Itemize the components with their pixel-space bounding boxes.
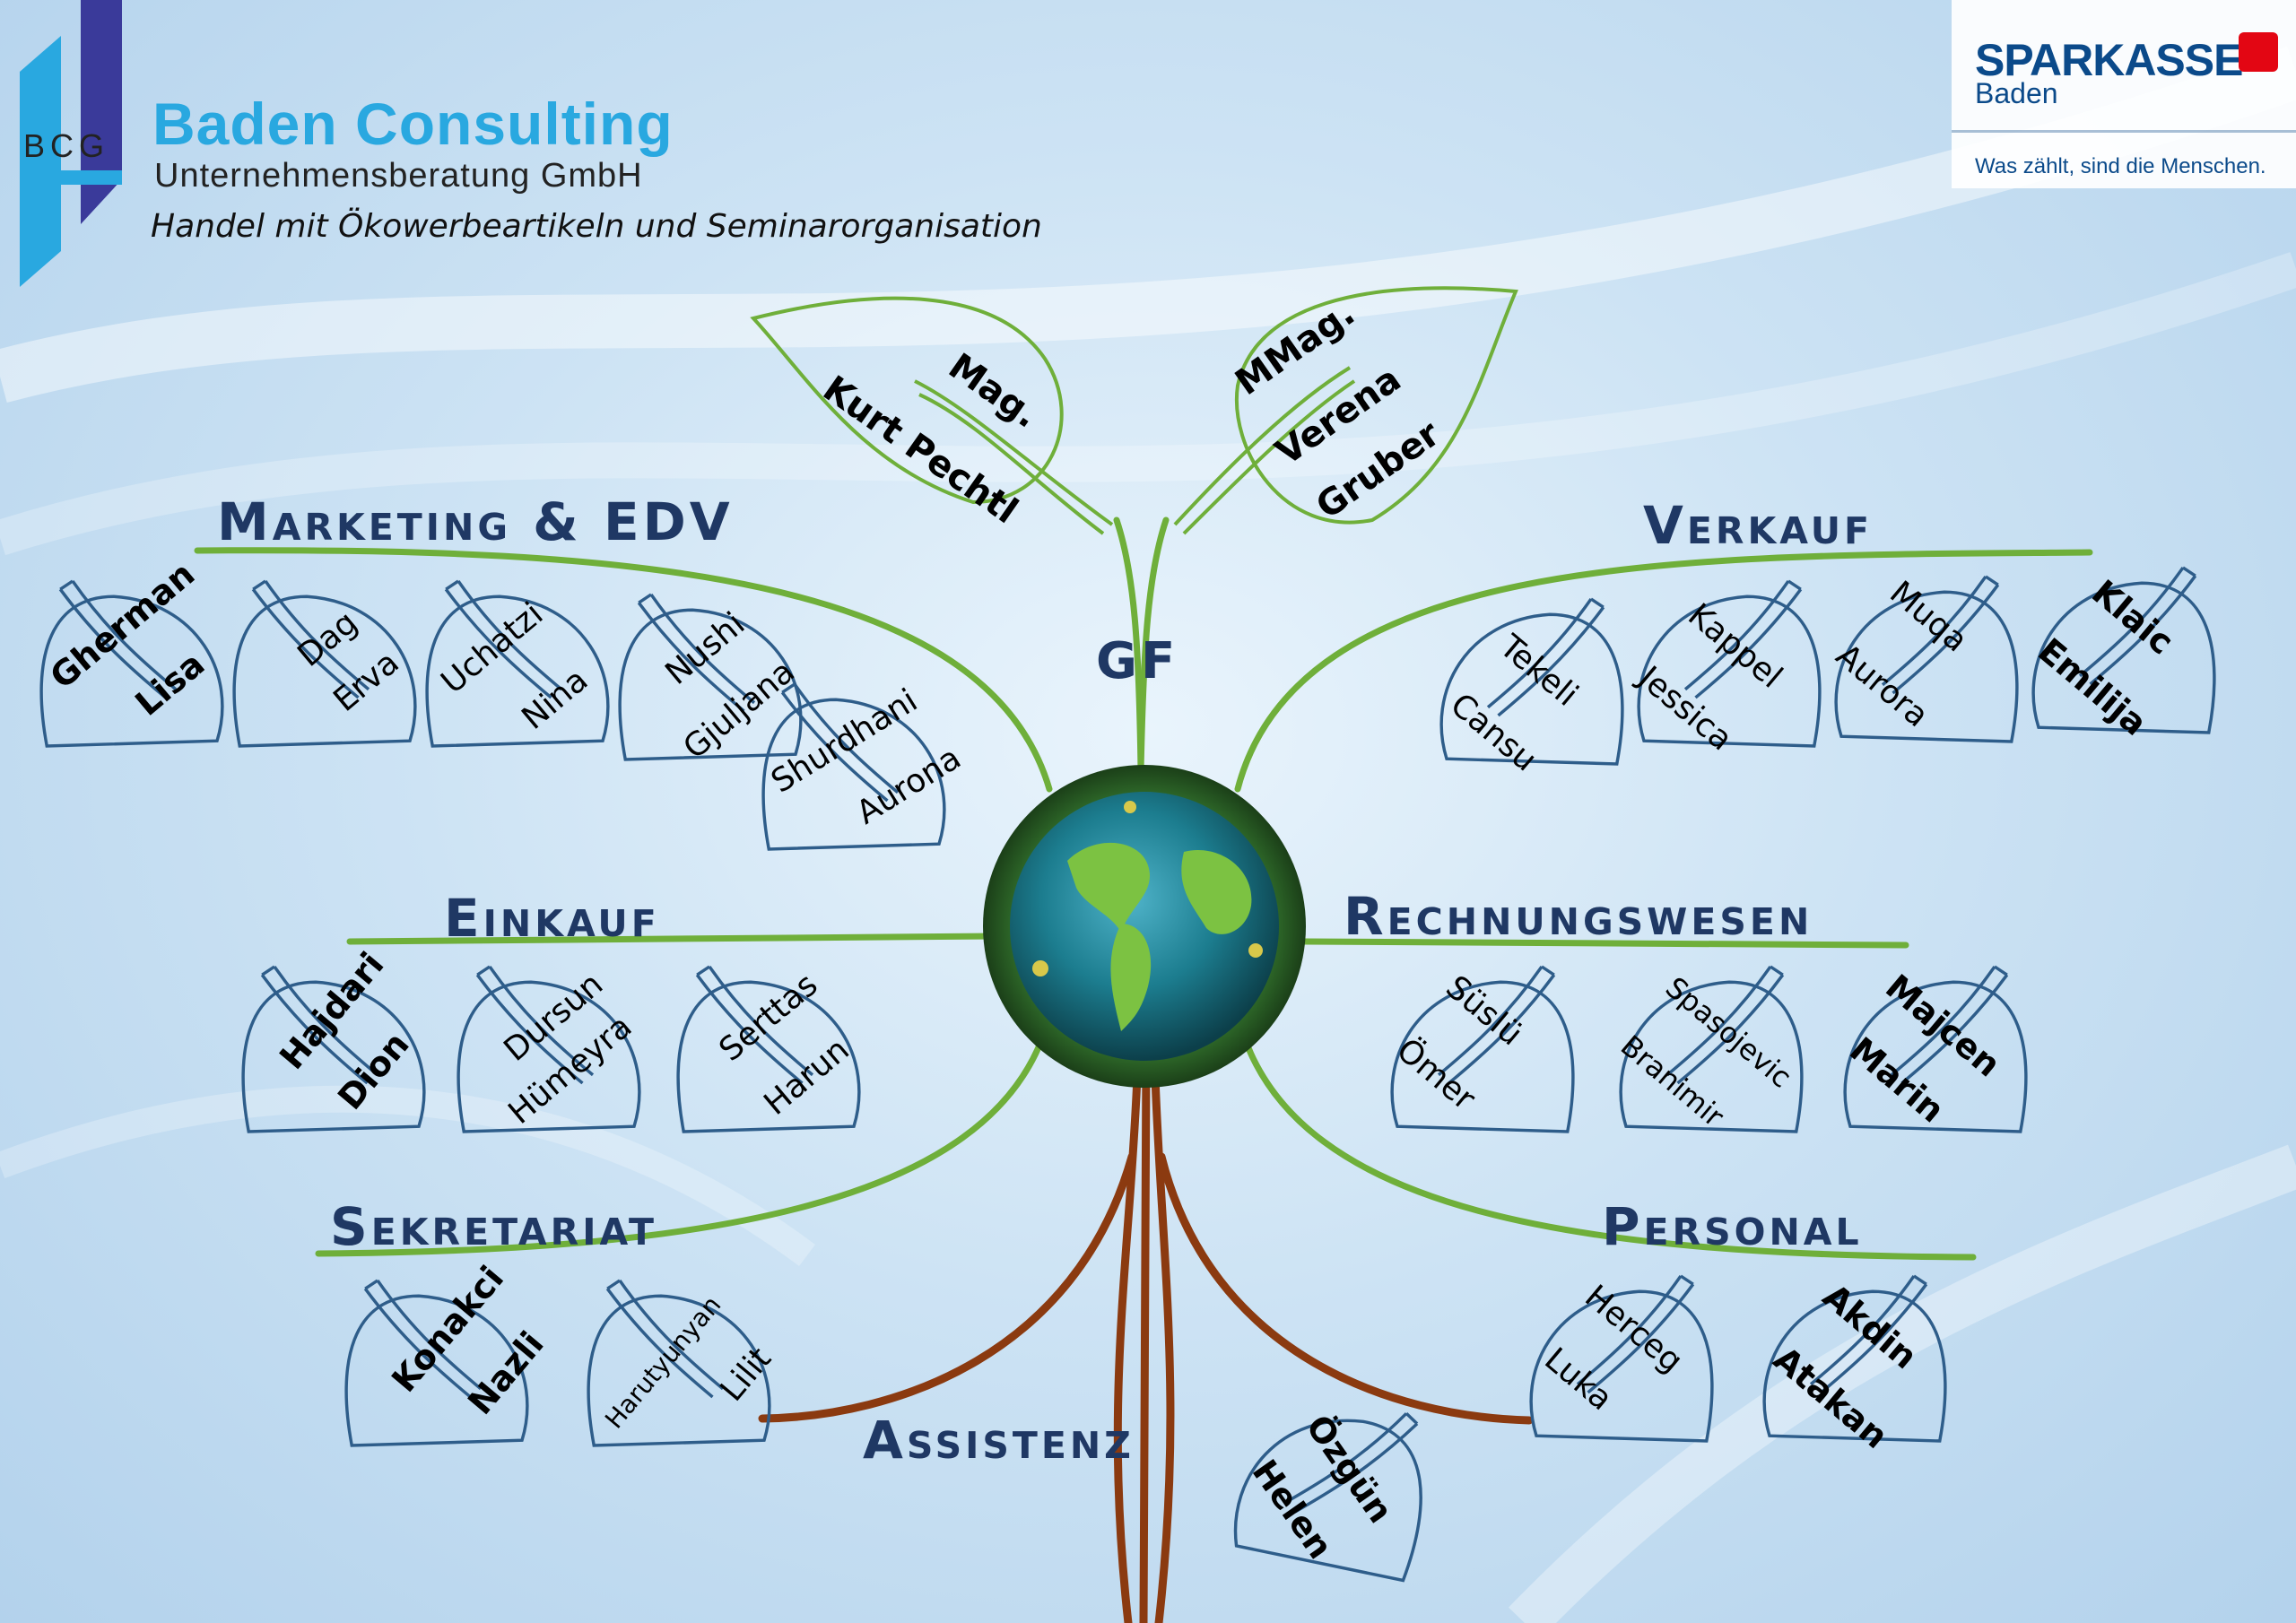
leaf-name-secondary: Cansu — [1443, 686, 1544, 778]
dept-verkauf: Verkauf — [1643, 495, 1874, 556]
leaf-rechnungswesen-1: Süslü Ömer — [1389, 965, 1575, 1133]
leaf-sekretariat-1: Konakci Nazli — [344, 1258, 552, 1447]
tree-roots — [758, 1054, 1534, 1623]
leaf-verkauf-3: Muqa Aurora — [1829, 574, 2019, 743]
leaf-verkauf-4: Klaic Emilija — [2031, 566, 2216, 743]
company-description: Handel mit Ökowerbeartikeln und Seminaro… — [151, 208, 1042, 245]
dept-marketing-edv: Marketing & EDV — [217, 491, 734, 552]
tree-branches — [194, 516, 2093, 1261]
leaf-rechnungswesen-3: Majcen Marin — [1842, 965, 2028, 1133]
leaf-name-primary: Tekeli — [1492, 628, 1585, 714]
company-name: Baden Consulting — [152, 91, 674, 157]
leaf-name-primary: Harutyunyan — [599, 1290, 726, 1435]
leaf-einkauf-3: Serttas Harun — [676, 965, 861, 1133]
leaf-verkauf-1: Tekeli Cansu — [1439, 597, 1624, 779]
leaf-name-secondary: Lisa — [128, 644, 213, 724]
leaf-name-primary: Süslü — [1439, 968, 1529, 1053]
sparkasse-s-icon — [2239, 32, 2278, 72]
leaf-name-secondary: Branimir — [1614, 1028, 1731, 1134]
leaf-name-secondary: Erva — [326, 644, 405, 718]
sparkasse-name: SPARKASSE — [1975, 35, 2243, 85]
leaf-assistenz-1: Özgün Helen — [1228, 1385, 1439, 1584]
background-lines — [0, 46, 2296, 1623]
leaf-rechnungswesen-2: Spasojevic Branimir — [1614, 965, 1804, 1134]
gf-1-title: Mag. — [941, 346, 1046, 437]
leaf-marketing-5: Shurdhani Aurona — [761, 682, 968, 851]
leaf-name-secondary: Ömer — [1389, 1031, 1483, 1118]
sparkasse-divider — [1952, 130, 2296, 133]
sparkasse-slogan: Was zählt, sind die Menschen. — [1975, 154, 2266, 178]
leaf-verkauf-2: Kappel Jessica — [1631, 579, 1822, 758]
dept-assistenz: Assistenz — [863, 1410, 1135, 1471]
leaf-marketing-2: Dag Erva — [232, 579, 417, 748]
leaf-name-primary: Dag — [291, 604, 364, 674]
sparkasse-logo-box — [1952, 0, 2296, 188]
leaf-name-primary: Muqa — [1883, 574, 1974, 659]
sparkasse-city: Baden — [1975, 77, 2058, 109]
leaf-name-secondary: Harun — [757, 1031, 856, 1123]
globe — [983, 765, 1306, 1088]
leaf-marketing-3: Uchatzi Nina — [425, 579, 610, 748]
dept-rechnungswesen: Rechnungswesen — [1344, 886, 1813, 947]
company-legal-name: Unternehmensberatung GmbH — [154, 157, 643, 195]
bcg-logo — [20, 0, 122, 287]
dept-gf: GF — [1096, 632, 1179, 690]
leaf-personal-1: Herceg Luka — [1529, 1274, 1714, 1443]
leaf-sekretariat-2: Harutyunyan Lilit — [587, 1279, 778, 1447]
leaf-name-primary: Herceg — [1578, 1278, 1689, 1380]
leaf-marketing-1: Gherman Lisa — [39, 554, 224, 748]
dept-personal: Personal — [1602, 1196, 1863, 1257]
dept-einkauf: Einkauf — [444, 888, 660, 949]
bcg-logo-letters: BCG — [23, 127, 110, 164]
dept-sekretariat: Sekretariat — [330, 1196, 657, 1257]
leaf-name-primary: Uchatzi — [434, 595, 550, 701]
leaf-name-secondary: Luka — [1537, 1341, 1619, 1418]
leaf-marketing-4: Nushi Gjuljana — [618, 593, 803, 767]
leaf-name-secondary: Nina — [515, 662, 595, 737]
